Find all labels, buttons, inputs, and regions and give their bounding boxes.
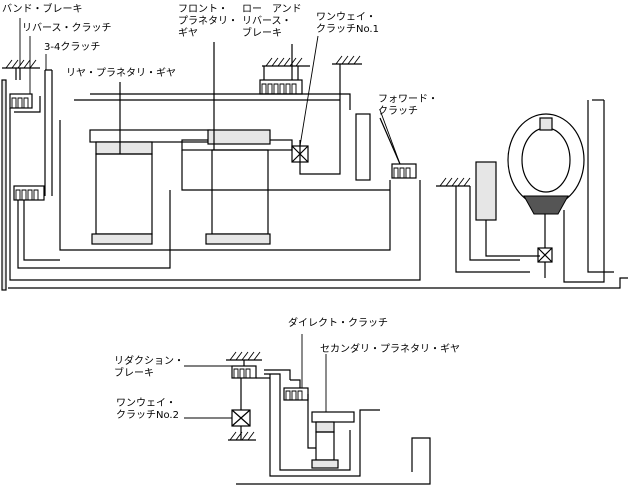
label-forward-clutch-line2: クラッチ (378, 106, 418, 117)
bottom-shaft-lines (236, 369, 431, 485)
label-front-planetary-gear-line3: ギヤ (178, 28, 198, 39)
label-front-planetary-gear-line1: フロント・ (178, 4, 228, 15)
secondary-planetary-gear (311, 354, 355, 469)
low-reverse-brake (74, 57, 351, 110)
label-reverse-clutch: リバース・クラッチ (22, 23, 112, 34)
label-low-reverse-brake-line2: リバース・ (242, 16, 292, 27)
torque-converter (436, 99, 614, 283)
label-low-reverse-brake-line1: ロー アンド (242, 4, 302, 15)
one-way-clutch-1 (291, 44, 362, 175)
front-planetary-gear (181, 42, 390, 245)
band-brake-ground (1, 59, 40, 291)
rear-planetary-gear (89, 82, 211, 245)
label-one-way-clutch-2-line2: クラッチNo.2 (116, 410, 179, 421)
label-direct-clutch: ダイレクト・クラッチ (288, 318, 388, 329)
direct-clutch (283, 334, 309, 401)
clutch-3-4-drum (13, 69, 53, 201)
label-one-way-clutch-1-line2: クラッチNo.1 (316, 24, 379, 35)
reverse-clutch-pack (9, 93, 33, 109)
label-clutch-3-4: 3-4クラッチ (44, 42, 101, 53)
main-shaft-lines (8, 96, 628, 289)
forward-clutch (355, 113, 417, 181)
label-one-way-clutch-2-line1: ワンウェイ・ (116, 398, 176, 409)
label-rear-planetary-gear: リヤ・プラネタリ・ギヤ (66, 68, 176, 79)
label-band-brake: バンド・ブレーキ (2, 4, 83, 15)
label-forward-clutch-line1: フォワード・ (378, 94, 438, 105)
label-reduction-brake-line2: ブレーキ (114, 368, 154, 379)
leader-lines-top (19, 18, 401, 165)
label-low-reverse-brake-line3: ブレーキ (242, 28, 282, 39)
label-front-planetary-gear-line2: プラネタリ・ (178, 16, 238, 27)
reduction-brake (184, 351, 262, 379)
label-one-way-clutch-1-line1: ワンウェイ・ (316, 12, 376, 23)
one-way-clutch-2 (184, 378, 256, 441)
label-secondary-planetary-gear: セカンダリ・プラネタリ・ギヤ (320, 344, 460, 355)
label-reduction-brake-line1: リダクション・ (114, 356, 184, 367)
